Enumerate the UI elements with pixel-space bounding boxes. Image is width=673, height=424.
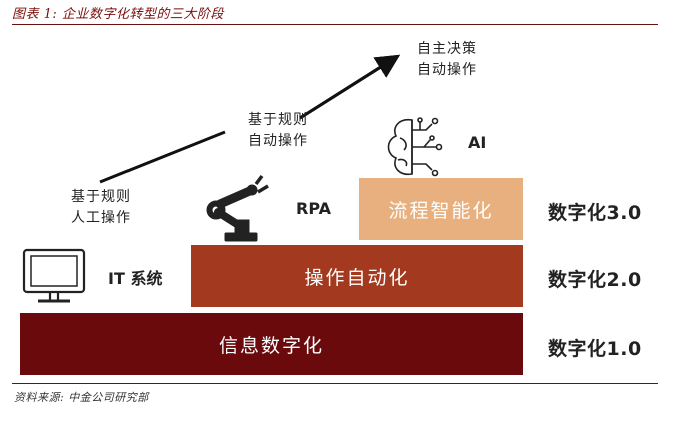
bar-process-intelligence: 流程智能化 — [359, 178, 523, 240]
stage-1-text: 基于规则 人工操作 — [56, 187, 146, 229]
figure-title: 图表 1: 企业数字化转型的三大阶段 — [12, 7, 224, 22]
bar-operation-automation: 操作自动化 — [191, 245, 523, 307]
level-3-label: 数字化3.0 — [548, 202, 642, 224]
top-rule — [12, 24, 658, 25]
brain-circuit-icon — [387, 117, 443, 177]
level-1-label: 数字化1.0 — [548, 338, 642, 360]
robot-arm-icon — [206, 174, 269, 242]
stage-1-line-1: 基于规则 — [71, 189, 131, 205]
stage-2-text: 基于规则 自动操作 — [233, 110, 323, 152]
stage-3-line-1: 自主决策 — [417, 41, 477, 57]
stage-3-text: 自主决策 自动操作 — [402, 39, 492, 81]
stage-3-line-2: 自动操作 — [417, 62, 477, 78]
monitor-icon — [22, 248, 86, 303]
ai-label: AI — [468, 133, 487, 152]
level-2-label: 数字化2.0 — [548, 269, 642, 291]
bar-info-digitalization: 信息数字化 — [20, 313, 523, 375]
stage-1-line-2: 人工操作 — [71, 210, 131, 226]
source-note: 资料来源: 中金公司研究部 — [14, 391, 149, 404]
rpa-label: RPA — [296, 199, 331, 218]
bottom-rule — [12, 383, 658, 384]
it-system-label: IT 系统 — [108, 269, 163, 288]
stage-2-line-2: 自动操作 — [248, 133, 308, 149]
stage-2-line-1: 基于规则 — [248, 112, 308, 128]
